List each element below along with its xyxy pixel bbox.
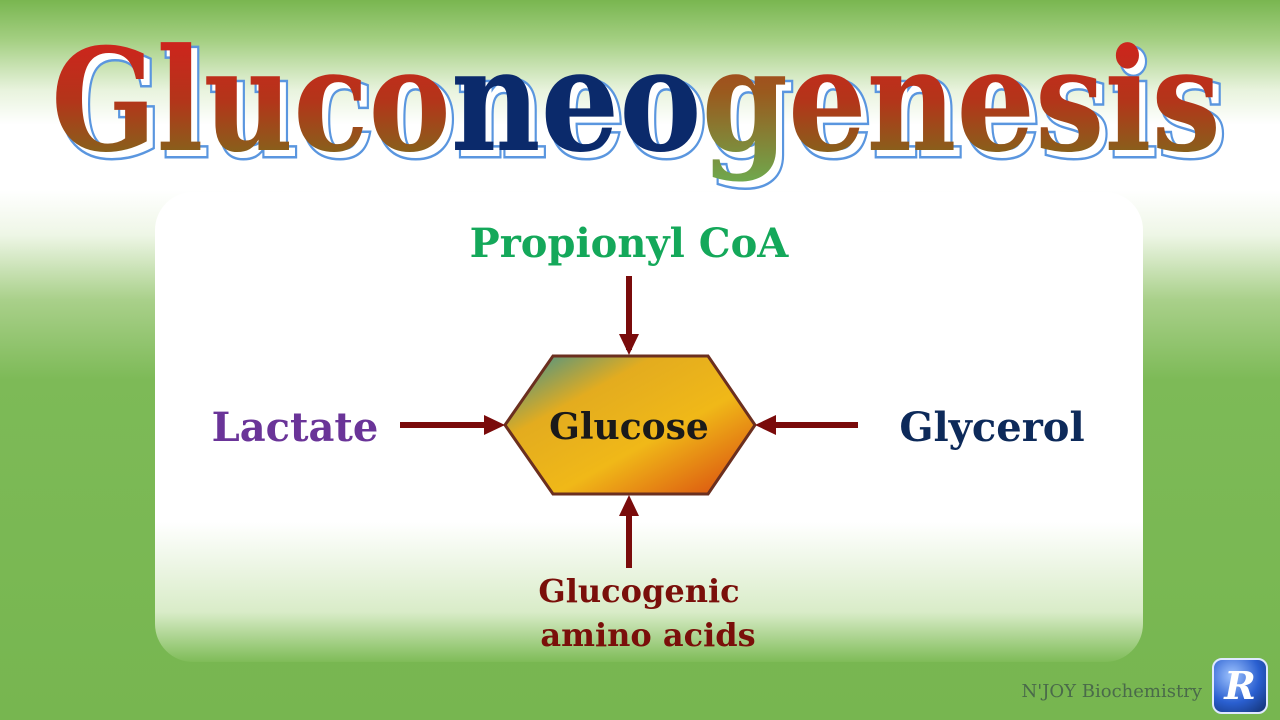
page-title: Gluconeogenesis xyxy=(51,18,1221,184)
propionyl-coa-label: Propionyl CoA xyxy=(470,220,790,267)
glucose-label: Glucose xyxy=(549,406,709,448)
title-segment-enesis: enesis xyxy=(788,18,1221,184)
title-segment-gluco: Gluco xyxy=(51,18,451,184)
arrow-right-head xyxy=(755,415,776,435)
glycerol-label: Glycerol xyxy=(899,404,1084,451)
arrow-left-head xyxy=(484,415,505,435)
brand-logo-icon: R xyxy=(1212,658,1268,714)
title-segment-g: g xyxy=(702,18,788,184)
title-segment-neo: neo xyxy=(451,18,702,184)
amino-acids-label: amino acids xyxy=(540,616,755,654)
arrow-top-head xyxy=(619,334,639,355)
page-title-shadow: Gluconeogenesis xyxy=(57,24,1227,190)
brand-text: N'JOY Biochemistry xyxy=(1021,681,1203,702)
arrow-bottom-head xyxy=(619,495,639,516)
glucogenic-label: Glucogenic xyxy=(538,572,739,610)
lactate-label: Lactate xyxy=(212,404,379,451)
title-banner: Gluconeogenesis Gluconeogenesis xyxy=(51,18,1230,193)
